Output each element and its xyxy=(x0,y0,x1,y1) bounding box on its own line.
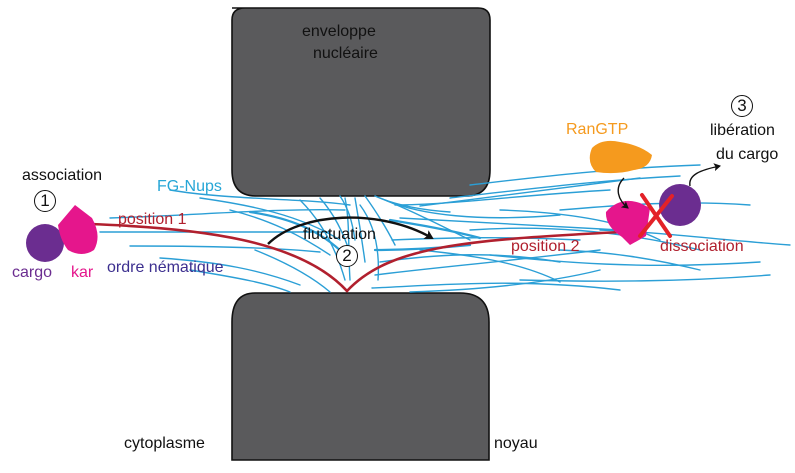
envelope-label-line2: nucléaire xyxy=(313,45,378,62)
cytoplasm-label: cytoplasme xyxy=(124,435,205,452)
kar-blob-left xyxy=(58,205,98,254)
nematic-order-label: ordre nématique xyxy=(107,259,224,276)
dissociation-cross-icon xyxy=(638,193,674,238)
nuclear-envelope-top xyxy=(231,7,491,197)
step-2-badge: 2 xyxy=(336,245,358,267)
release-arrow-icon xyxy=(689,163,721,187)
liberation-label-line1: libération xyxy=(710,122,775,139)
nuclear-envelope-bottom xyxy=(231,292,490,461)
kar-label: kar xyxy=(71,264,94,281)
nucleus-label: noyau xyxy=(494,435,538,452)
rangtp-blob-icon xyxy=(589,140,652,174)
dissociation-label: dissociation xyxy=(660,238,744,255)
fluctuation-arrow-icon xyxy=(267,216,434,245)
position-paths xyxy=(88,222,622,293)
position-2-label: position 2 xyxy=(511,238,580,255)
kar-blob-right xyxy=(605,200,650,245)
position-1-label: position 1 xyxy=(118,211,187,228)
fg-nups-label: FG-Nups xyxy=(157,178,222,195)
rangtp-label: RanGTP xyxy=(566,121,629,138)
fluctuation-label: fluctuation xyxy=(303,226,376,243)
cargo-label: cargo xyxy=(12,264,53,281)
cargo-circle-right xyxy=(659,184,701,226)
envelope-label-line1: enveloppe xyxy=(302,23,376,40)
fg-nups-thick xyxy=(248,210,482,257)
association-label: association xyxy=(22,167,103,184)
cargo-circle-left xyxy=(26,224,64,262)
step-3-badge: 3 xyxy=(731,95,753,117)
liberation-label-line2: du cargo xyxy=(716,146,779,163)
rangtp-arrow-icon xyxy=(617,177,629,209)
step-1-badge: 1 xyxy=(34,190,56,212)
